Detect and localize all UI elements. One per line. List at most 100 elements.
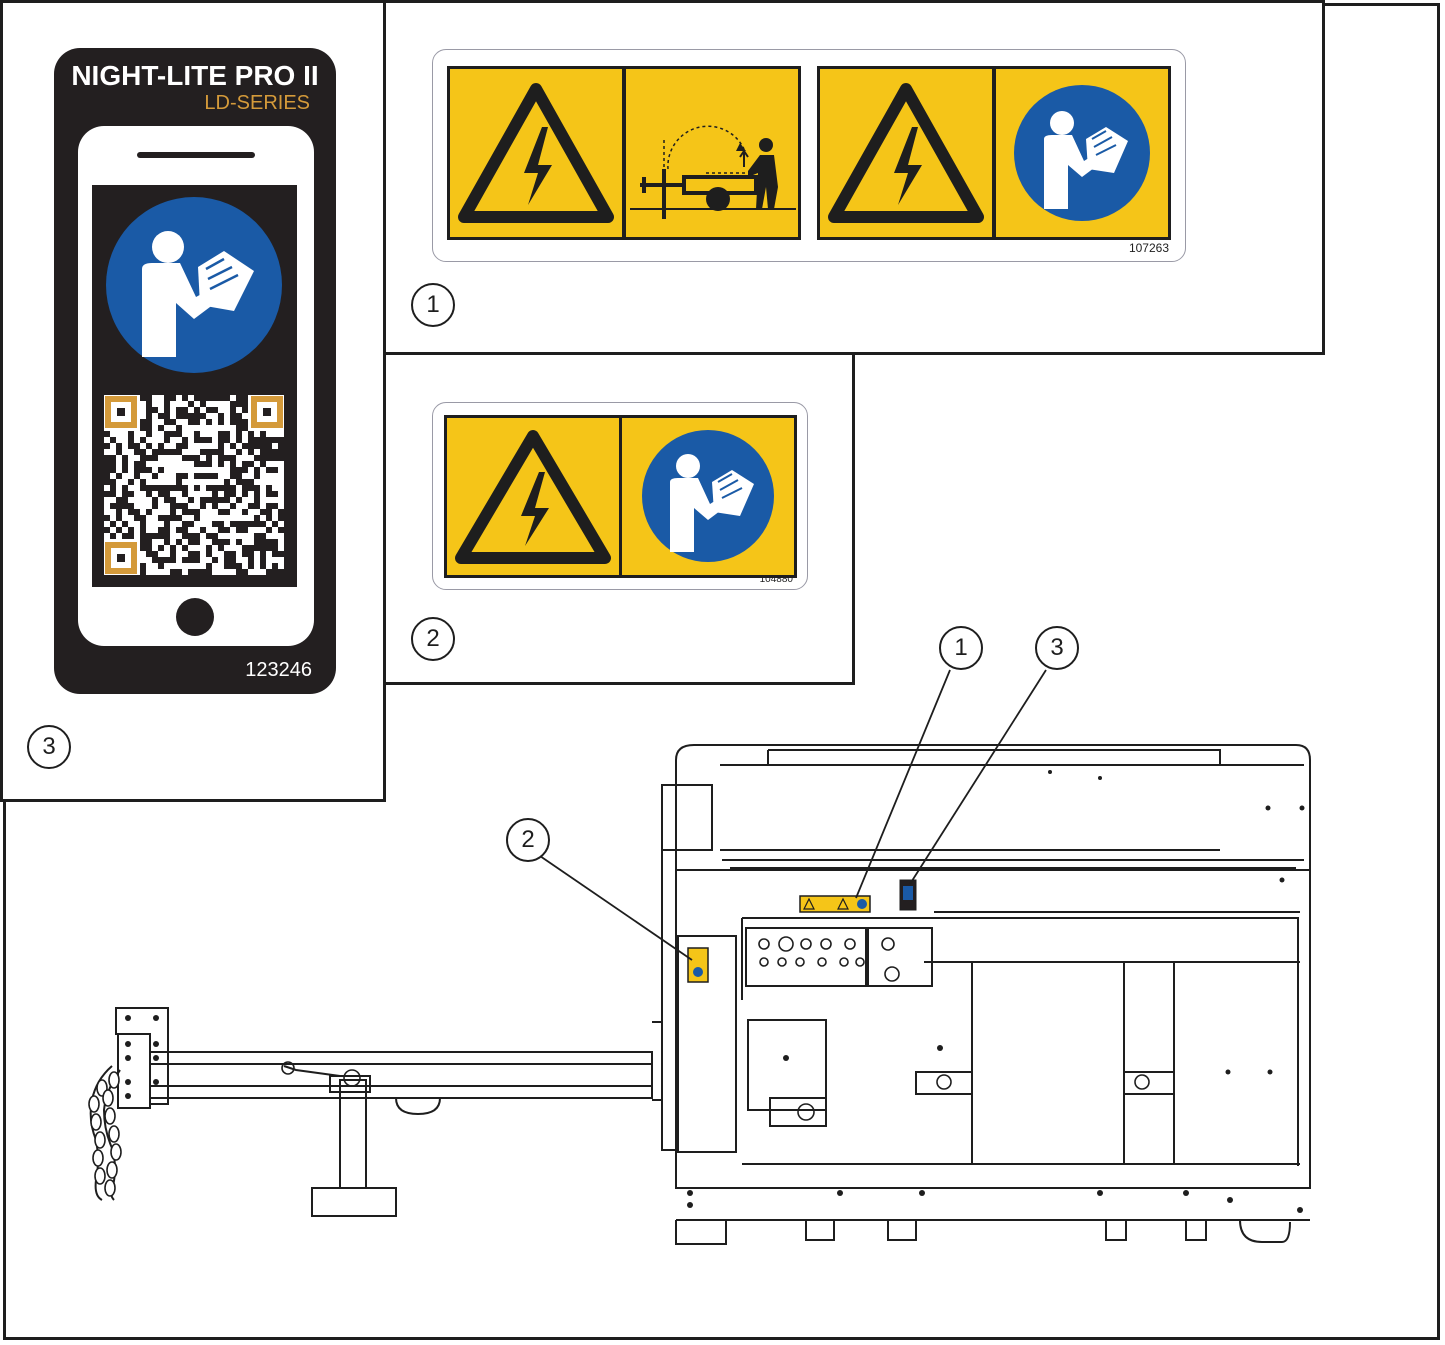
qr-module: [140, 545, 146, 551]
qr-module: [200, 527, 206, 533]
qr-module: [248, 431, 254, 437]
qr-module: [194, 473, 200, 479]
qr-module: [218, 497, 224, 503]
qr-module: [152, 455, 158, 461]
qr-module: [230, 413, 236, 419]
qr-module: [176, 485, 182, 491]
qr-module: [164, 413, 170, 419]
qr-module: [266, 545, 272, 551]
qr-module: [206, 497, 212, 503]
qr-module: [140, 485, 146, 491]
qr-module: [146, 425, 152, 431]
qr-module: [194, 461, 200, 467]
qr-module: [122, 497, 128, 503]
qr-module: [110, 467, 116, 473]
qr-module: [146, 509, 152, 515]
qr-module: [248, 557, 254, 563]
qr-module: [212, 473, 218, 479]
qr-module: [152, 557, 158, 563]
qr-module: [236, 497, 242, 503]
qr-module: [260, 563, 266, 569]
qr-module: [218, 485, 224, 491]
manual-tile-2: [619, 415, 797, 578]
qr-module: [200, 569, 206, 575]
qr-module: [236, 401, 242, 407]
qr-module: [248, 443, 254, 449]
qr-module: [188, 401, 194, 407]
qr-module: [278, 449, 284, 455]
callout-2-machine: 2: [506, 818, 550, 862]
qr-module: [140, 419, 146, 425]
qr-module: [128, 491, 134, 497]
qr-module: [200, 413, 206, 419]
qr-module: [230, 491, 236, 497]
panel-decal-2: 104880 2: [383, 352, 855, 685]
qr-module: [116, 509, 122, 515]
electrical-hazard-icon: [458, 83, 614, 223]
card-subtitle: LD-SERIES: [204, 92, 310, 114]
qr-module: [176, 473, 182, 479]
callout-3-machine: 3: [1035, 626, 1079, 670]
qr-module: [140, 515, 146, 521]
qr-module: [272, 437, 278, 443]
qr-module: [206, 545, 212, 551]
qr-module: [146, 419, 152, 425]
qr-module: [164, 449, 170, 455]
qr-module: [260, 539, 266, 545]
qr-module: [188, 539, 194, 545]
qr-module: [212, 521, 218, 527]
qr-module: [218, 527, 224, 533]
qr-module: [278, 443, 284, 449]
qr-module: [236, 473, 242, 479]
qr-module: [140, 395, 146, 401]
qr-module: [182, 503, 188, 509]
qr-module: [224, 539, 230, 545]
qr-module: [164, 431, 170, 437]
qr-module: [272, 449, 278, 455]
qr-module: [272, 551, 278, 557]
qr-module: [152, 449, 158, 455]
qr-module: [254, 443, 260, 449]
qr-module: [128, 437, 134, 443]
qr-module: [182, 437, 188, 443]
qr-module: [212, 539, 218, 545]
qr-module: [266, 449, 272, 455]
qr-module: [182, 527, 188, 533]
qr-module: [188, 509, 194, 515]
qr-module: [164, 539, 170, 545]
part-number-123246: 123246: [245, 659, 312, 681]
qr-module: [278, 509, 284, 515]
qr-module: [242, 467, 248, 473]
qr-module: [146, 401, 152, 407]
qr-module: [194, 485, 200, 491]
qr-module: [266, 539, 272, 545]
qr-module: [134, 449, 140, 455]
qr-module: [182, 521, 188, 527]
qr-module: [212, 497, 218, 503]
qr-module: [170, 395, 176, 401]
qr-module: [170, 419, 176, 425]
qr-module: [266, 437, 272, 443]
qr-module: [200, 497, 206, 503]
electrical-hazard-icon: [828, 83, 984, 223]
qr-module: [230, 557, 236, 563]
qr-module: [182, 485, 188, 491]
qr-module: [242, 419, 248, 425]
qr-module: [242, 461, 248, 467]
qr-module: [242, 485, 248, 491]
qr-module: [176, 569, 182, 575]
qr-module: [134, 461, 140, 467]
qr-module: [158, 533, 164, 539]
qr-module: [158, 467, 164, 473]
qr-module: [182, 455, 188, 461]
qr-module: [212, 449, 218, 455]
qr-module: [260, 443, 266, 449]
qr-module: [224, 509, 230, 515]
qr-module: [194, 413, 200, 419]
qr-module: [152, 485, 158, 491]
qr-module: [140, 425, 146, 431]
qr-module: [134, 509, 140, 515]
qr-module: [140, 479, 146, 485]
qr-module: [224, 527, 230, 533]
qr-module: [248, 479, 254, 485]
